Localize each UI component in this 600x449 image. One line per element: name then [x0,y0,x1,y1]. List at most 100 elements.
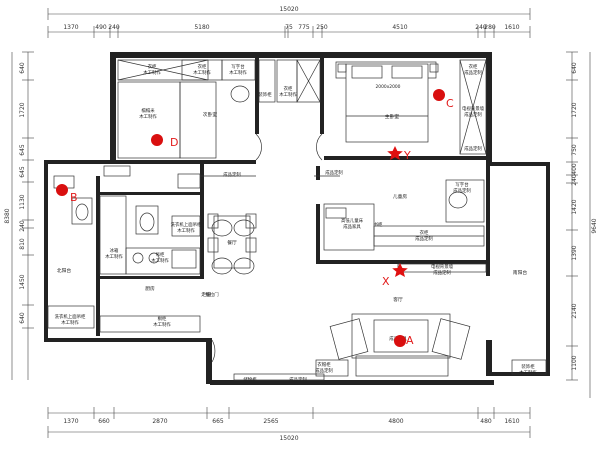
bottom-dim-7: 480 [480,418,492,425]
label-wardrobe-kids-a: 衣柜 [420,229,429,236]
label-master-wardrobe-a: 衣柜 [469,63,478,70]
label-kids-bed-b: 成品家具 [343,223,361,230]
marker-y-label: Y [403,149,411,162]
label-desk-a: 写字台 [231,63,245,70]
label-wardrobe-2a: 衣柜 [198,63,207,70]
left-dim-7: 810 [19,238,26,250]
label-tv-wall-b: 成品定制 [433,269,451,276]
bottom-dim-2: 660 [98,418,110,425]
marker-x-star [392,263,408,277]
right-dimensions: 640 1720 750 400 240 1420 1390 2140 1100… [566,51,598,398]
right-dim-2: 1720 [571,102,578,117]
label-master-wardrobe-d: 成品定制 [464,111,482,118]
top-dim-11: 1610 [504,24,519,31]
top-dim-4: 5180 [194,24,209,31]
top-total-dim: 15020 [279,6,298,13]
bottom-dim-4: 665 [212,418,224,425]
label-wardrobe-kids-b: 成品定制 [415,235,433,242]
label-slide-door: 推拉门 [205,291,218,298]
label-shelf: 装饰柜 [258,91,272,98]
room-hallway: 走道 [201,291,211,298]
label-bookcase: 书柜 [374,221,383,228]
bottom-dim-8: 1610 [504,418,519,425]
right-dim-5: 240 [571,174,578,186]
right-dim-8: 2140 [571,303,578,318]
label-balcony-cab-b: 木工制作 [61,319,79,326]
room-kids-room: 儿童房 [393,193,408,200]
left-dim-4: 645 [19,166,26,178]
bottom-total-dim: 15020 [279,435,298,442]
bottom-dimensions: 1370 660 2870 665 2565 4800 480 1610 150… [47,407,531,442]
right-total-dim: 9640 [591,218,598,233]
bottom-dim-1: 1370 [63,418,78,425]
label-shelf-balcony-b: 木工制作 [519,369,537,376]
left-dim-2: 1720 [19,102,26,117]
marker-c-label: C [446,97,454,110]
top-dim-10: 280 [484,24,496,31]
left-dim-3: 645 [19,144,26,156]
label-fridge-b: 木工制作 [105,253,123,260]
marker-d-label: D [170,136,178,149]
label-kids-bed-a: 高低儿童床 [341,217,364,224]
label-wardrobe-2b: 木工制作 [193,69,211,76]
label-tv-wall-a: 电视背景墙 [431,263,454,270]
right-dim-6: 1420 [571,199,578,214]
label-storage-b: 成品定制 [289,376,307,383]
marker-d-dot [151,134,163,146]
right-dim-9: 1100 [571,355,578,370]
label-shoe-cabinet: 成品定制 [325,169,343,176]
top-dim-1: 1370 [63,24,78,31]
label-base-cab-b: 木工制作 [153,321,171,328]
left-dim-8: 1450 [19,274,26,289]
fixture-labels: 衣柜 木工制作 衣柜 木工制作 写字台 木工制作 榻榻米 木工制作 装饰柜 衣柜… [55,63,538,383]
bottom-dim-3: 2870 [152,418,167,425]
top-dim-5: 75 [285,24,293,31]
room-second-bedroom: 次卧室 [203,111,218,118]
label-washer-b: 木工制作 [177,227,195,234]
left-dim-5: 1130 [19,194,26,209]
label-kids-desk-b: 成品定制 [453,187,471,194]
label-storage-a: 储物柜 [243,376,257,383]
bottom-dim-6: 4800 [388,418,403,425]
left-dim-6: 240 [19,220,26,232]
label-tatami-a: 榻榻米 [141,107,155,114]
room-labels: 次卧室 主卧室 儿童房 客厅 餐厅 厨房 北阳台 南阳台 走道 [57,111,528,303]
label-tatami-b: 木工制作 [139,113,157,120]
label-balcony-cab-a: 洗衣机上面吊柜 [55,313,86,320]
label-wardrobe-1a: 衣柜 [148,63,157,70]
room-south-balcony: 南阳台 [513,269,528,276]
label-wardrobe-1b: 木工制作 [143,69,161,76]
marker-a-label: A [406,334,414,347]
top-dim-9: 240 [475,24,487,31]
room-kitchen: 厨房 [145,285,155,292]
marker-b-label: B [70,191,78,204]
right-dim-7: 1390 [571,245,578,260]
top-dim-6: 775 [298,24,310,31]
label-master-bed-size: 2000x2000 [376,84,401,90]
left-dim-1: 640 [19,62,26,74]
label-base-cab-a: 橱柜 [158,315,167,322]
right-dim-1: 640 [571,62,578,74]
marker-x-label: X [382,275,390,288]
label-master-wardrobe-c: 电视背景墙 [462,105,485,112]
top-dim-3: 240 [108,24,120,31]
label-lowcab-a: 吊柜 [156,251,165,258]
room-living: 客厅 [393,296,403,303]
room-north-balcony: 北阳台 [57,267,72,274]
marker-y-star [387,146,403,160]
label-entry-cab-b: 成品定制 [315,367,333,374]
label-master-wardrobe-b: 成品定制 [464,69,482,76]
top-dim-2: 490 [95,24,107,31]
left-dimensions: 8380 640 1720 645 645 1130 240 810 1450 … [4,51,34,380]
label-master-wardrobe-e: 成品定制 [464,145,482,152]
top-dimensions: 15020 1370 490 240 5180 75 775 250 4510 … [47,6,531,38]
label-closet-a: 衣柜 [284,85,293,92]
label-kids-desk-a: 写字台 [455,181,469,188]
label-closet-b: 木工制作 [279,91,297,98]
fixtures [47,59,547,381]
label-lowcab-b: 木工制作 [151,257,169,264]
label-shelf-balcony-a: 装饰柜 [521,363,535,370]
room-dining: 餐厅 [227,239,237,246]
top-dim-7: 250 [316,24,328,31]
